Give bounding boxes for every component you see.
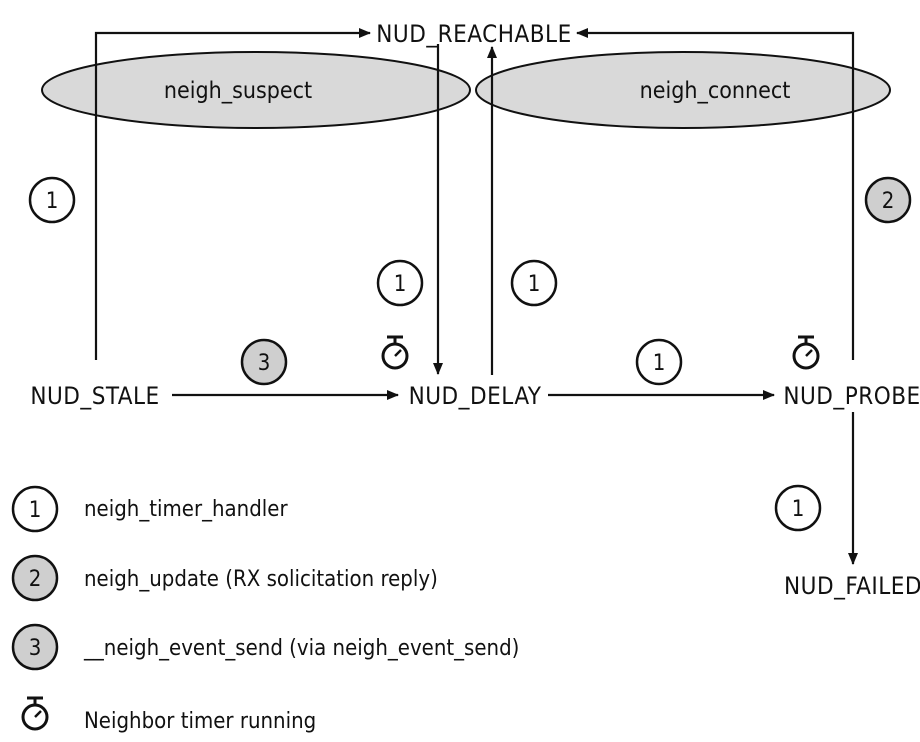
oval-neigh-connect-label: neigh_connect	[640, 78, 791, 104]
state-nud-probe: NUD_PROBE	[783, 382, 920, 410]
svg-text:1: 1	[46, 189, 59, 214]
legend: 1 neigh_timer_handler 2 neigh_update (RX…	[11, 485, 519, 734]
svg-text:1: 1	[792, 497, 805, 522]
legend-item-1: 1 neigh_timer_handler	[11, 485, 288, 533]
oval-neigh-connect: neigh_connect	[475, 51, 891, 129]
svg-text:1: 1	[653, 351, 666, 376]
svg-text:1: 1	[528, 272, 541, 297]
oval-neigh-suspect-label: neigh_suspect	[164, 78, 312, 104]
badge-probe-to-failed: 1	[774, 484, 822, 532]
edge-probe-to-reachable	[576, 28, 855, 360]
badge-stale-to-delay: 3	[240, 338, 288, 386]
badge-delay-to-probe: 1	[635, 338, 683, 386]
state-nud-delay: NUD_DELAY	[409, 382, 542, 410]
legend-number: 3	[29, 636, 42, 661]
legend-text: neigh_update (RX solicitation reply)	[84, 567, 438, 592]
stopwatch-icon	[21, 696, 49, 731]
legend-number: 1	[29, 498, 42, 523]
svg-text:2: 2	[882, 189, 895, 214]
oval-neigh-suspect: neigh_suspect	[41, 51, 471, 129]
svg-text:1: 1	[394, 272, 407, 297]
legend-text: __neigh_event_send (via neigh_event_send…	[83, 636, 519, 661]
edge-stale-to-reachable	[94, 28, 371, 360]
legend-item-3: 3 __neigh_event_send (via neigh_event_se…	[11, 623, 519, 671]
badge-stale-up: 1	[28, 176, 76, 224]
legend-text: Neighbor timer running	[84, 709, 316, 734]
state-nud-reachable: NUD_REACHABLE	[376, 20, 571, 48]
state-nud-failed: NUD_FAILED	[784, 572, 920, 600]
badge-probe-up: 2	[864, 176, 912, 224]
stopwatch-icon	[381, 335, 409, 370]
badge-delay-in: 1	[376, 259, 424, 307]
legend-item-2: 2 neigh_update (RX solicitation reply)	[11, 554, 438, 602]
badge-delay-up: 1	[510, 259, 558, 307]
legend-text: neigh_timer_handler	[84, 497, 288, 522]
legend-number: 2	[29, 567, 42, 592]
state-nud-stale: NUD_STALE	[30, 382, 159, 410]
svg-text:3: 3	[258, 351, 271, 376]
legend-item-timer: Neighbor timer running	[21, 696, 316, 734]
stopwatch-icon	[792, 335, 820, 370]
